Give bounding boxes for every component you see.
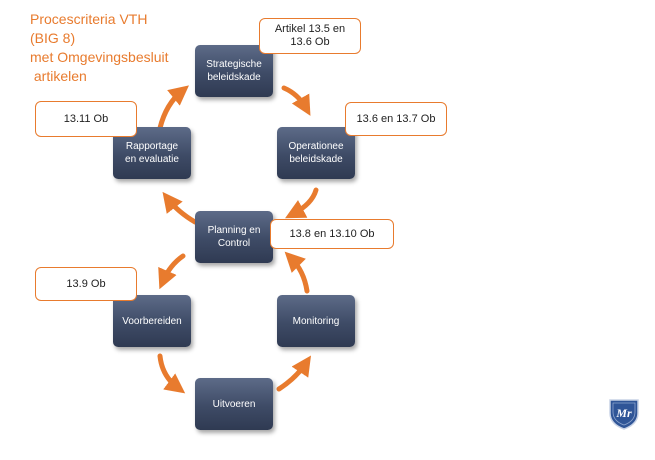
callout-artikel-13-11: 13.11 Ob — [35, 101, 137, 137]
callout-artikel-13-9: 13.9 Ob — [35, 267, 137, 301]
arrow-monitoring-to-planning — [284, 251, 310, 294]
arrow-operationeel-to-planning — [285, 187, 319, 219]
callout-text: 13.6 Ob — [290, 36, 330, 48]
callout-text: 13.11 Ob — [63, 112, 109, 125]
callout-text: 13.6 en 13.7 Ob — [356, 112, 436, 125]
node-label: Monitoring — [292, 315, 340, 327]
title-line: artikelen — [30, 68, 87, 84]
node-label: Operationee — [288, 141, 344, 152]
node-label: Uitvoeren — [212, 398, 256, 410]
arrow-uitvoeren-to-monitoring — [276, 355, 311, 392]
node-uitvoeren: Uitvoeren — [195, 378, 273, 430]
callout-text: 13.9 Ob — [66, 277, 106, 290]
arrow-strategisch-to-operationeel — [281, 85, 311, 116]
title-line: Procescriteria VTH — [30, 11, 148, 27]
node-planning: Planning en Control — [195, 211, 273, 263]
title-line: (BIG 8) — [30, 30, 76, 46]
node-label: Control — [217, 238, 251, 249]
callout-artikel-13-8-13-10: 13.8 en 13.10 Ob — [270, 219, 394, 249]
node-strategisch: Strategische beleidskade — [195, 45, 273, 97]
callout-text: 13.8 en 13.10 Ob — [289, 227, 375, 240]
shield-logo-icon: Mr — [607, 397, 641, 436]
arrow-planning-to-voorbereiden — [158, 253, 186, 290]
arrow-voorbereiden-to-uitvoeren — [157, 353, 186, 394]
logo-text: Mr — [615, 406, 632, 420]
node-label: beleidskade — [207, 72, 261, 83]
arrow-rapportage-to-strategisch — [157, 85, 189, 131]
node-label: en evaluatie — [125, 154, 179, 165]
node-label: Strategische — [206, 59, 262, 70]
node-label: Planning en — [207, 225, 261, 236]
callout-text: Artikel 13.5 en — [274, 23, 346, 35]
title-line: met Omgevingsbesluit — [30, 49, 169, 65]
node-monitoring: Monitoring — [277, 295, 355, 347]
diagram-title: Procescriteria VTH (BIG 8) met Omgevings… — [30, 10, 169, 86]
callout-artikel-13-5: Artikel 13.5 en 13.6 Ob — [259, 18, 361, 54]
node-voorbereiden: Voorbereiden — [113, 295, 191, 347]
node-label: beleidskade — [289, 154, 343, 165]
arrow-planning-to-rapportage — [162, 191, 198, 225]
node-operationeel: Operationee beleidskade — [277, 127, 355, 179]
node-label: Voorbereiden — [122, 315, 182, 327]
node-label: Rapportage — [125, 141, 179, 152]
callout-artikel-13-6-13-7: 13.6 en 13.7 Ob — [345, 102, 447, 136]
